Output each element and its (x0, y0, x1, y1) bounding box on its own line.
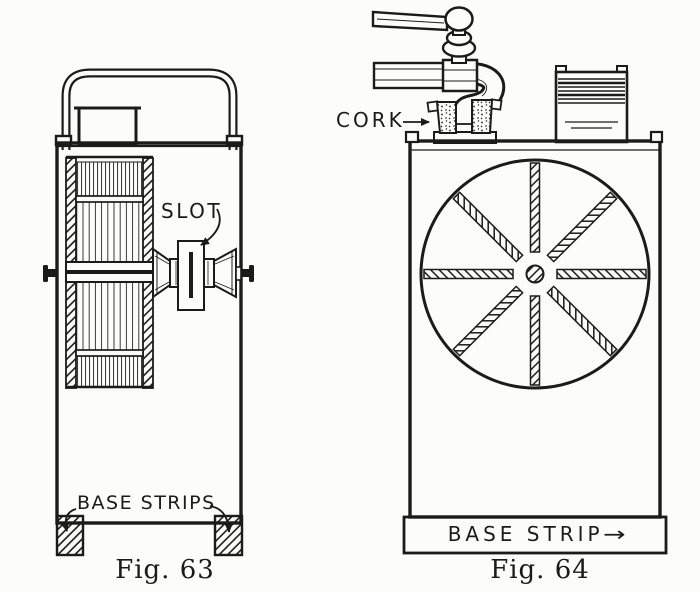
spout-neck (74, 106, 141, 147)
axle-pin-left (43, 265, 57, 282)
jar-top (554, 65, 629, 144)
tank-body (55, 141, 243, 525)
slot-opening (189, 252, 193, 298)
base-strips-label: BASE STRIPS (77, 492, 216, 514)
valve-body (441, 58, 479, 93)
faucet-handle (371, 6, 474, 32)
wheel-spokes (423, 162, 647, 386)
axle-pin-right (242, 265, 254, 282)
base-strip-label: BASE STRIP→ (404, 524, 666, 544)
base-strip-label-text: BASE STRIP (447, 522, 604, 546)
cork (426, 98, 503, 144)
fig63-caption: Fig. 63 (115, 555, 215, 585)
fig64-caption: Fig. 64 (490, 555, 590, 585)
base-strip (402, 515, 668, 555)
fig63-drawing (43, 68, 254, 557)
fig64-drawing (371, 6, 668, 555)
tank-body (404, 130, 664, 519)
paddle-drum (65, 155, 154, 389)
cork-label: CORK (336, 108, 405, 132)
base-strips-right-arrow (209, 505, 233, 533)
slot-arrow (200, 208, 221, 246)
carry-handle (61, 68, 238, 150)
wheel-hub (525, 264, 545, 284)
slot-stick (177, 240, 205, 311)
water-wheel (419, 158, 651, 390)
base-strips-left-arrow (61, 508, 77, 532)
handle-knob (444, 6, 474, 32)
slot-label: SLOT (161, 199, 223, 223)
inlet-pipe (372, 61, 450, 90)
pulley (152, 240, 242, 311)
base-strip-label-arrow: → (602, 522, 626, 546)
